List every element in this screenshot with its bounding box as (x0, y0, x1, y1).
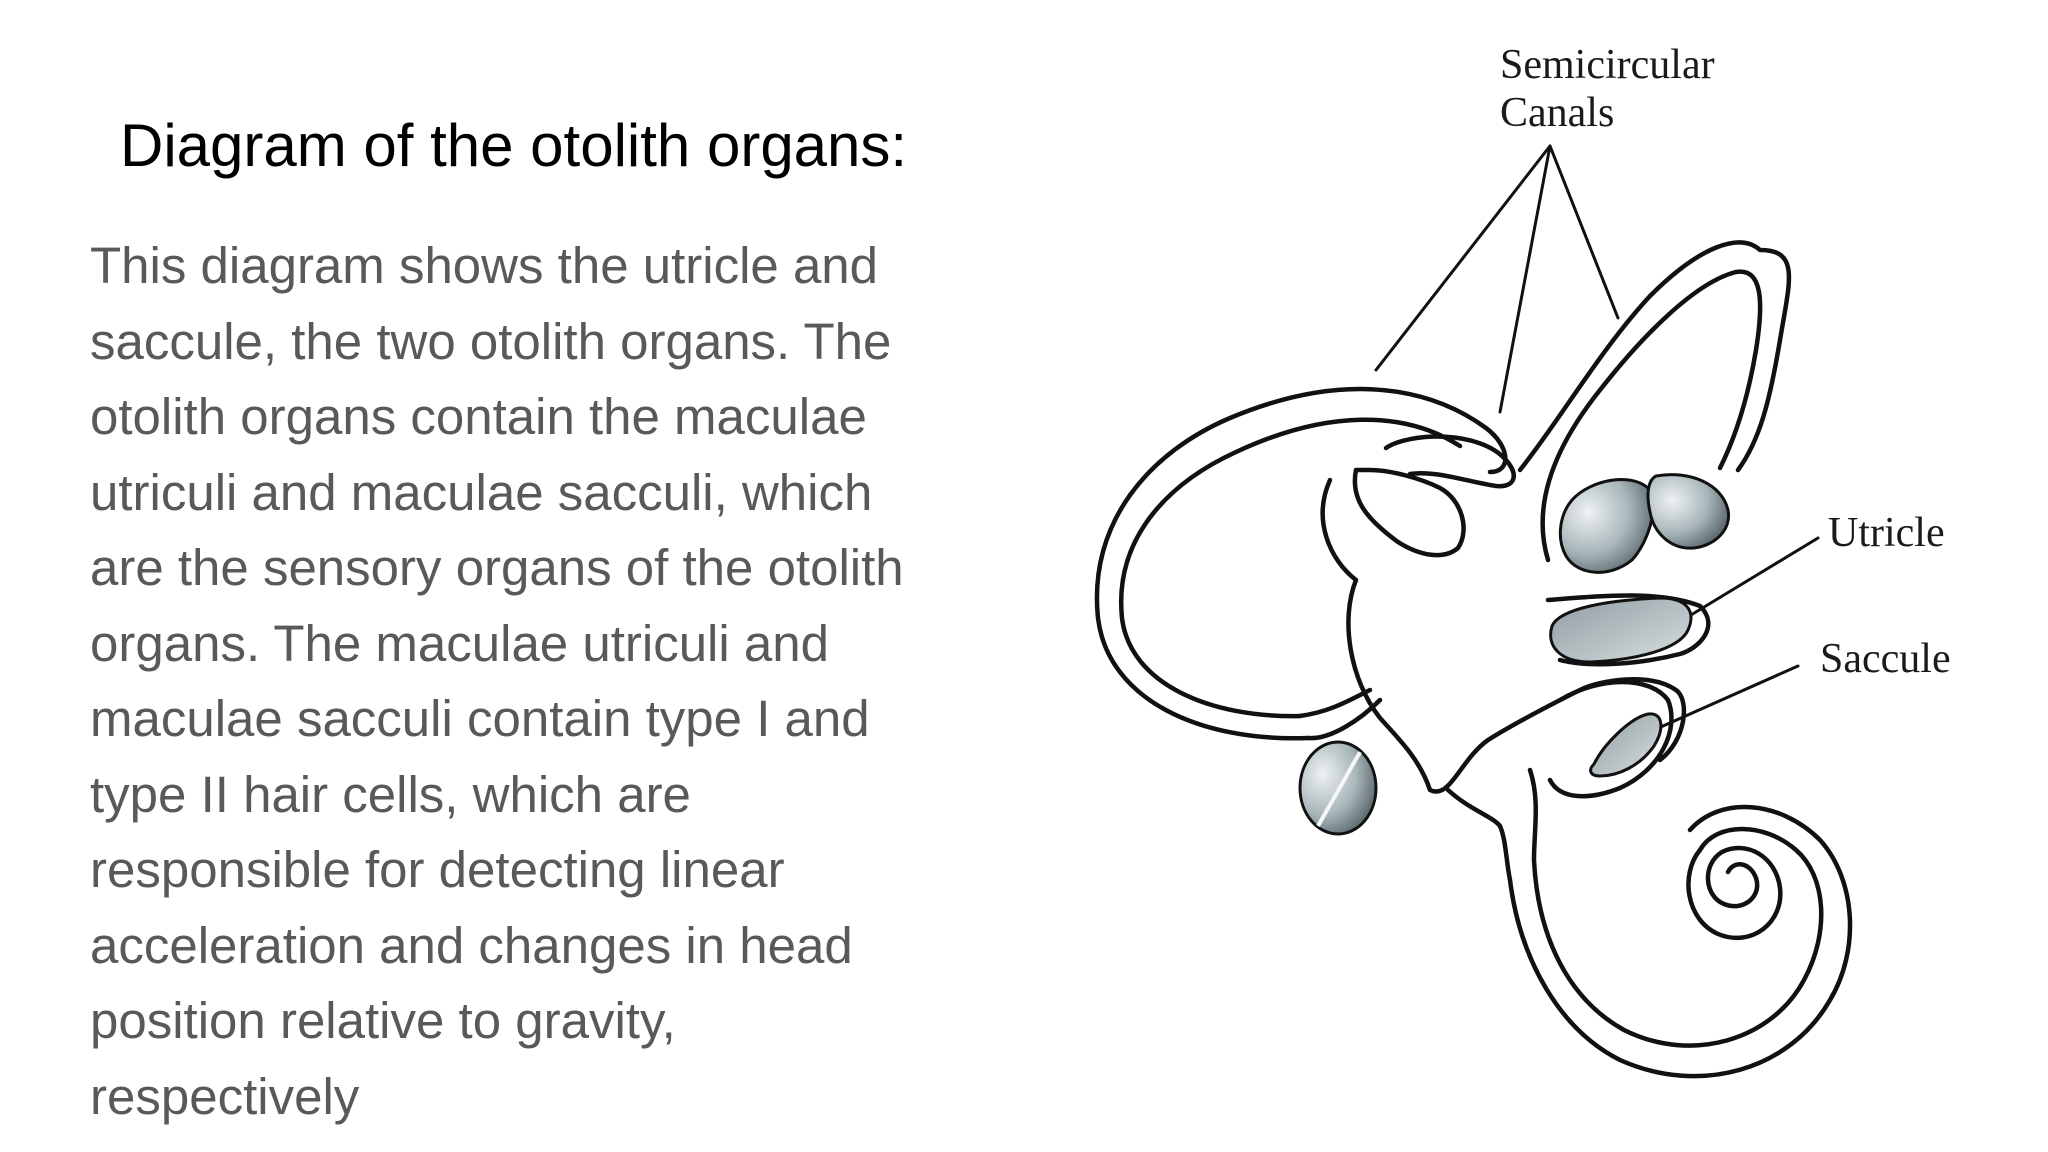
labyrinth-outline (1094, 240, 1853, 1079)
label-semicircular-canals-line1: Semicircular (1500, 42, 1715, 88)
posterior-canal-inner (1118, 417, 1463, 719)
leader-saccule (1652, 664, 1800, 732)
slide-body-text: This diagram shows the utricle and saccu… (90, 228, 990, 1134)
label-utricle: Utricle (1828, 510, 1945, 556)
sensory-epithelia (1298, 473, 1731, 836)
slide-title: Diagram of the otolith organs: (120, 112, 908, 179)
posterior-ampulla-neck (1297, 687, 1383, 741)
cochlea-spiral (1686, 845, 1783, 941)
label-semicircular-canals-line2: Canals (1500, 90, 1614, 136)
leader-utricle (1684, 536, 1820, 620)
utricle-chamber (1545, 593, 1711, 667)
superior-canal-inner (1540, 269, 1763, 563)
body-line: utriculi and maculae sacculi, which (90, 463, 873, 521)
label-saccule: Saccule (1820, 636, 1951, 682)
posterior-crista-line (1316, 751, 1362, 827)
cochlear-duct-left (1445, 787, 1853, 1079)
superior-ampulla-crista (1558, 478, 1655, 574)
posterior-canal-outer (1094, 386, 1508, 741)
cochlear-duct-right (1527, 767, 1824, 1048)
inner-ear-diagram: Semicircular Canals Utricle Saccule (1094, 42, 1951, 1079)
body-line: This diagram shows the utricle and (90, 237, 879, 294)
utricle-macula (1549, 596, 1693, 664)
saccule-chamber (1547, 679, 1674, 799)
lateral-ampulla-crista (1646, 473, 1731, 550)
body-line: are the sensory organs of the otolith (90, 539, 904, 596)
body-line: position relative to gravity, (90, 992, 676, 1049)
leader-semicircular-left (1374, 144, 1552, 372)
vestibule-body (1320, 477, 1687, 794)
body-line: type II hair cells, which are (90, 765, 691, 823)
leader-lines (1374, 144, 1820, 732)
body-line: otolith organs contain the maculae (90, 388, 867, 445)
saccule-macula (1589, 712, 1663, 778)
vestibule-upper (1352, 467, 1466, 558)
superior-canal-inner-arc (1383, 434, 1516, 489)
body-line: organs. The maculae utriculi and (90, 614, 829, 672)
leader-semicircular-middle (1498, 144, 1552, 414)
body-line: acceleration and changes in head (90, 916, 853, 974)
body-line: respectively (90, 1067, 360, 1125)
body-line: maculae sacculi contain type I and (90, 690, 870, 747)
leader-semicircular-right (1548, 144, 1620, 320)
superior-canal-outer (1517, 240, 1792, 473)
body-line: saccule, the two otolith organs. The (90, 312, 892, 370)
body-line: responsible for detecting linear (90, 841, 785, 898)
